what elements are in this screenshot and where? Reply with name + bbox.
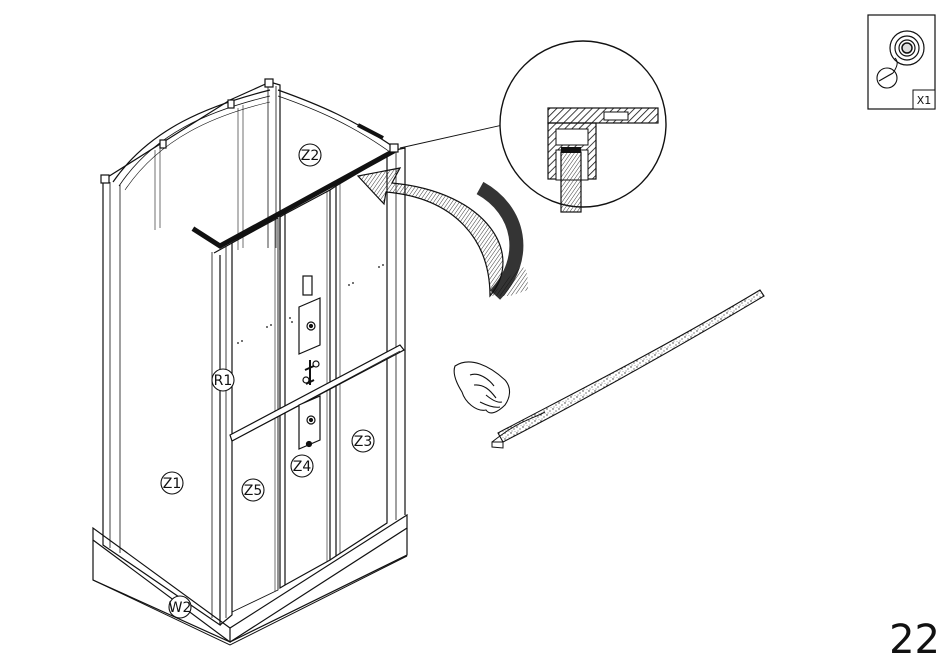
corner-post	[214, 243, 232, 625]
label-z1: Z1	[161, 472, 183, 494]
label-z4: Z4	[291, 455, 313, 477]
label-w2: W2	[169, 596, 192, 618]
svg-text:Z1: Z1	[163, 476, 182, 492]
hand-icon	[454, 362, 509, 413]
svg-text:Z4: Z4	[293, 459, 312, 475]
install-arrow	[358, 168, 528, 296]
svg-text:W2: W2	[169, 600, 192, 616]
svg-text:R1: R1	[214, 373, 233, 389]
svg-text:Z2: Z2	[301, 148, 320, 164]
base-tray	[93, 515, 407, 645]
page-number: 22	[889, 617, 940, 663]
label-z3: Z3	[352, 430, 374, 452]
svg-text:Z3: Z3	[354, 434, 373, 450]
svg-text:X1: X1	[917, 94, 932, 107]
label-r1: R1	[212, 369, 234, 391]
back-panel	[103, 82, 280, 250]
detail-callout	[400, 41, 666, 212]
shower-cabin	[93, 79, 407, 645]
label-z5: Z5	[242, 479, 264, 501]
label-z2: Z2	[299, 144, 321, 166]
hinges	[101, 79, 398, 183]
sealing-strip	[492, 290, 764, 448]
svg-text:Z5: Z5	[244, 483, 263, 499]
control-column	[299, 276, 320, 449]
kit-badge: X1	[868, 15, 935, 109]
sealing-edge	[195, 125, 392, 246]
